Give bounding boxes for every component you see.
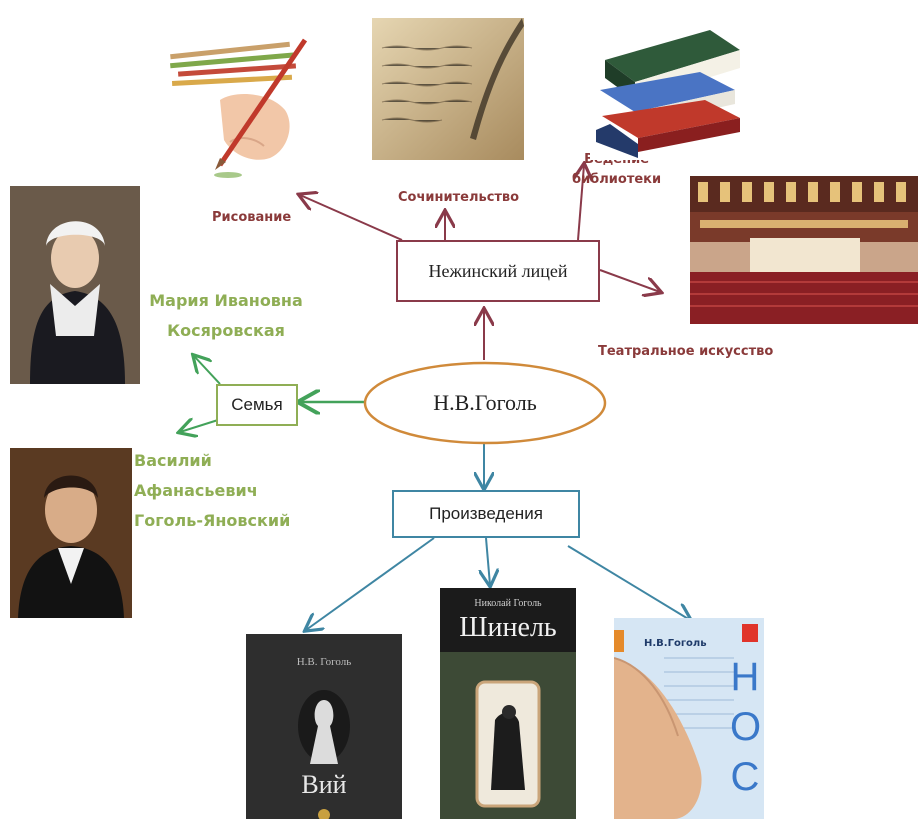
library-image: [590, 20, 750, 160]
book-shinel-illustration: [475, 680, 541, 808]
book-nos: Н.В.Гоголь Н О С: [614, 618, 764, 819]
book-nos-author: Н.В.Гоголь: [644, 638, 707, 649]
mother-label-line1: Мария Ивановна: [149, 291, 303, 310]
book-nos-letter-3: С: [730, 755, 760, 799]
writing-image: [372, 18, 524, 160]
works-label: Произведения: [429, 504, 543, 523]
line-family-father: [180, 420, 219, 432]
line-lyceum-drawing: [300, 195, 403, 241]
writing-label: Сочинительство: [398, 190, 520, 205]
mother-label: Мария Ивановна Косяровская: [146, 286, 306, 346]
line-works-viy: [306, 537, 435, 630]
center-ellipse: [363, 361, 607, 445]
father-portrait: [10, 448, 132, 618]
line-lyceum-theatre: [599, 269, 660, 292]
theatre-image: [690, 176, 918, 324]
library-label-line2: библиотеки: [572, 172, 662, 187]
mother-label-line2: Косяровская: [167, 321, 285, 340]
father-label: Василий Афанасьевич Гоголь-Яновский: [134, 446, 290, 536]
line-lyceum-library: [578, 165, 584, 241]
book-nos-letter-1: Н: [730, 655, 760, 699]
book-viy-figure: [298, 690, 350, 764]
book-viy-title: Вий: [301, 770, 347, 799]
line-works-nos: [567, 545, 690, 620]
book-nos-letter-2: О: [730, 705, 762, 749]
book-shinel: Николай Гоголь Шинель: [440, 588, 576, 819]
drawing-image: [160, 30, 320, 180]
father-label-line2: Афанасьевич: [134, 481, 258, 500]
line-works-shinel: [486, 537, 490, 585]
lyceum-node: Нежинский лицей: [396, 240, 600, 302]
book-viy-author: Н.В. Гоголь: [296, 656, 352, 668]
book-nos-background: [614, 618, 764, 819]
book-viy: Н.В. Гоголь Вий: [246, 634, 402, 819]
book-shinel-author: Николай Гоголь: [474, 598, 542, 609]
book-nos-title: Н О С: [730, 652, 762, 802]
family-node: Семья: [216, 384, 298, 426]
lyceum-label: Нежинский лицей: [428, 260, 568, 281]
mother-portrait: [10, 186, 140, 384]
father-label-line3: Гоголь-Яновский: [134, 511, 291, 530]
theatre-label: Театральное искусство: [598, 344, 774, 359]
family-label: Семья: [231, 395, 283, 414]
drawing-label: Рисование: [212, 210, 292, 225]
works-node: Произведения: [392, 490, 580, 538]
book-viy-emblem: [318, 809, 330, 819]
center-label: Н.В.Гоголь: [433, 390, 537, 415]
book-shinel-title: Шинель: [459, 612, 557, 643]
center-node: Н.В.Гоголь: [362, 360, 608, 446]
father-label-line1: Василий: [134, 451, 212, 470]
line-family-mother: [194, 356, 221, 385]
